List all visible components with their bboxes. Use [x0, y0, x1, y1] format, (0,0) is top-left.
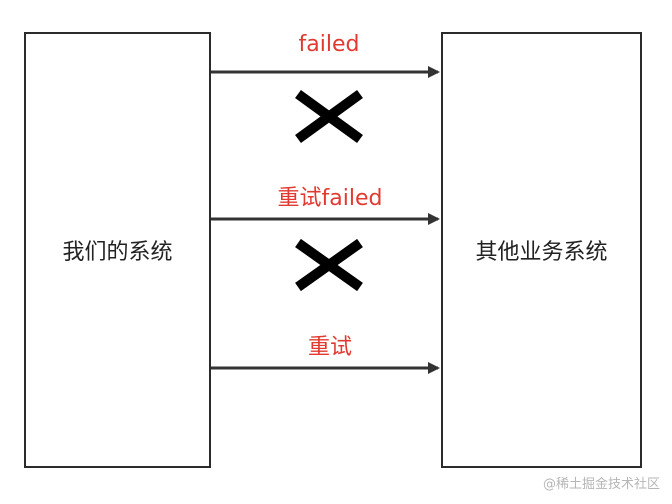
- arrow-label-failed: failed: [298, 32, 360, 57]
- arrow-label-retry-failed: 重试failed: [277, 186, 383, 211]
- our-system-label: 我们的系统: [62, 240, 173, 265]
- other-system-label: 其他业务系统: [475, 240, 608, 265]
- cross-icon: [295, 89, 363, 144]
- other-system-box: 其他业务系统: [441, 32, 642, 468]
- watermark: @稀土掘金技术社区: [542, 477, 660, 492]
- cross-icon: [295, 238, 363, 292]
- our-system-box: 我们的系统: [24, 32, 211, 468]
- arrow-label-retry: 重试: [307, 335, 353, 360]
